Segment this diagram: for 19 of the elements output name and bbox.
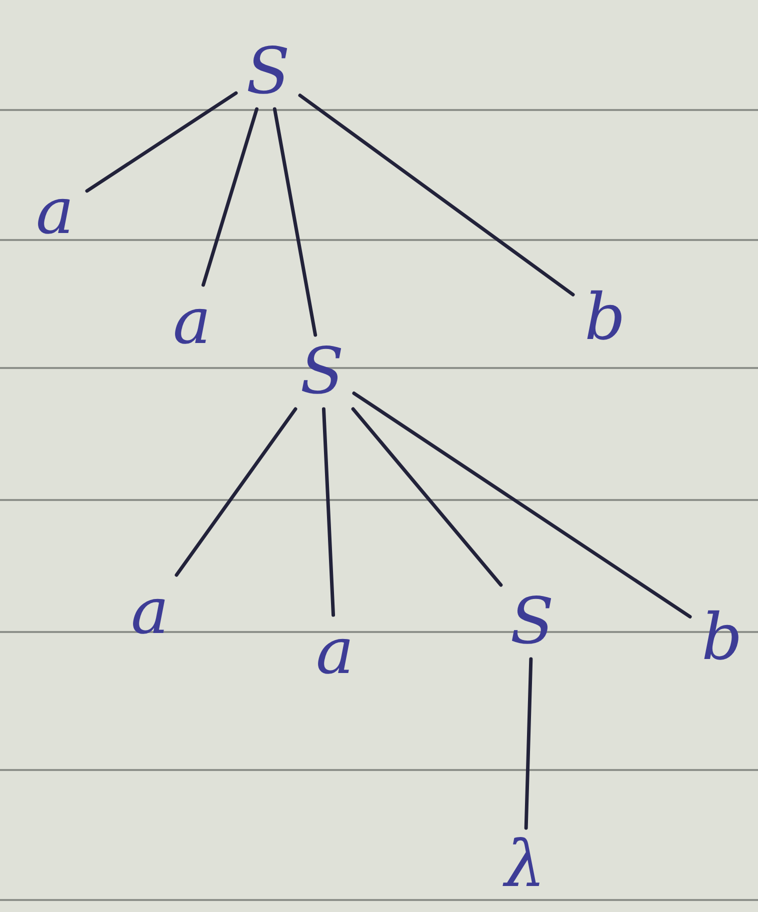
tree-symbol: a — [130, 580, 170, 644]
tree-symbol: λ — [504, 833, 546, 897]
tree-branch — [272, 107, 318, 337]
tree-symbol: S — [510, 590, 554, 654]
tree-branch — [524, 657, 533, 830]
tree-symbol: b — [584, 286, 626, 350]
tree-branch — [202, 107, 258, 287]
tree-symbol: a — [36, 180, 74, 244]
tree-branch — [322, 407, 336, 617]
tree-symbol: S — [246, 40, 290, 104]
tree-symbol: b — [702, 606, 742, 670]
tree-branch — [85, 91, 238, 193]
tree-branch — [174, 407, 298, 577]
tree-branch — [298, 94, 575, 296]
tree-symbol: a — [316, 620, 354, 684]
tree-symbol: a — [172, 290, 212, 354]
tree-branch — [351, 407, 503, 587]
tree-branch — [352, 392, 692, 618]
tree-symbol: S — [300, 340, 344, 404]
